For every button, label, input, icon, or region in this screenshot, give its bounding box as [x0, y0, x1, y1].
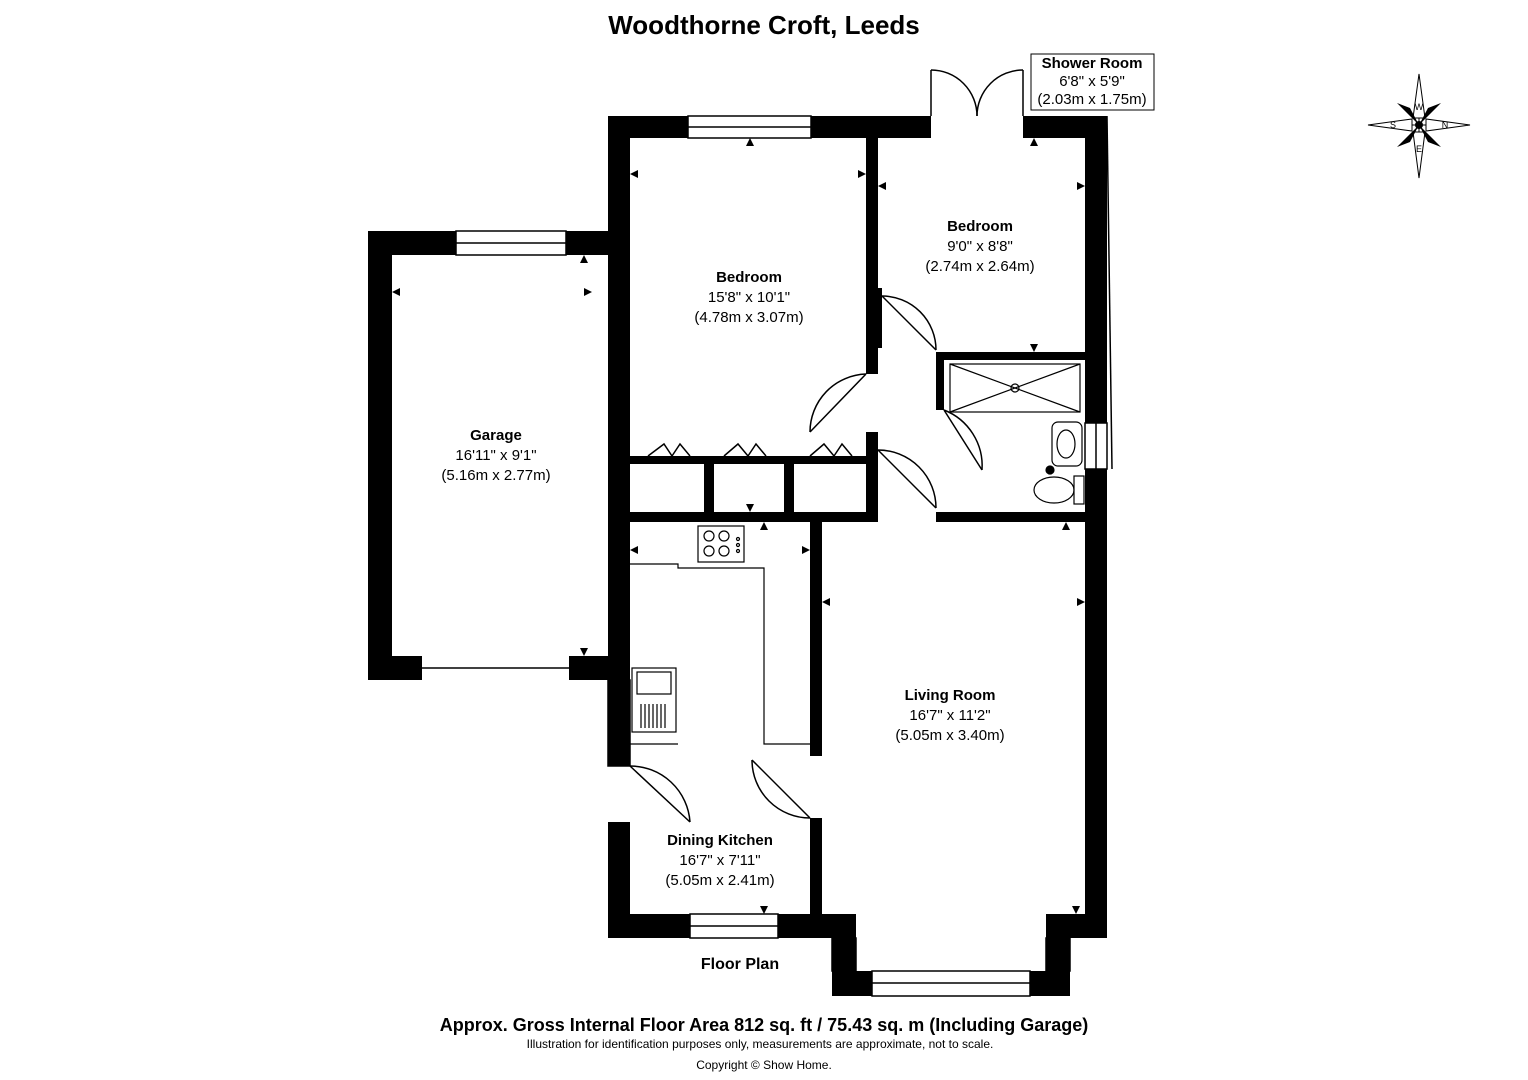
kitchen-living-wall-upper: [810, 518, 822, 756]
fixtures: [630, 363, 1085, 745]
bedroom-partition-vertical: [866, 138, 878, 374]
shower-room-metric: (2.03m x 1.75m): [1037, 91, 1146, 108]
doors: [629, 69, 1024, 823]
kitchen-top-wall: [630, 512, 878, 522]
west-wall-upper: [608, 116, 630, 766]
compass-icon: W N E S: [1367, 73, 1471, 179]
bay-wall-bottom-right: [1030, 971, 1070, 996]
shower-top-wall: [936, 352, 1085, 360]
window-shower-side: [1084, 422, 1108, 470]
compass-letter-s: S: [1390, 120, 1396, 130]
window-garage-top: [455, 230, 567, 256]
windows: [422, 115, 1113, 997]
bedroom-main-imperial: 15'8" x 10'1": [708, 289, 790, 306]
toilet: [1033, 475, 1085, 505]
kitchen-living-wall-lower: [810, 818, 822, 914]
shower-left-wall: [936, 352, 944, 410]
top-wall-left: [608, 116, 688, 138]
kitchen-sink: [631, 667, 677, 733]
disclaimer-text: Illustration for identification purposes…: [527, 1037, 994, 1051]
living-room-metric: (5.05m x 3.40m): [895, 727, 1004, 744]
door-kitchen-external: [629, 765, 691, 823]
bedroom-main-metric: (4.78m x 3.07m): [694, 309, 803, 326]
door-shower: [943, 409, 983, 471]
plan-title: Woodthorne Croft, Leeds: [608, 10, 920, 40]
garage-wall-bottom-left: [368, 656, 422, 680]
bay-wall-bottom-left: [832, 971, 872, 996]
copyright-text: Copyright © Show Home.: [696, 1058, 832, 1072]
compass-letter-w: W: [1415, 102, 1424, 112]
window-bay-left: [831, 937, 857, 972]
hob: [697, 525, 745, 563]
floor-plan-label: Floor Plan: [701, 956, 779, 973]
door-kitchen-living: [751, 759, 811, 819]
living-room-imperial: 16'7" x 11'2": [909, 707, 990, 724]
door-bedroom-second: [881, 295, 937, 351]
wash-basin: [1051, 421, 1083, 467]
east-wall-lower: [1085, 469, 1107, 937]
window-bay-right: [1045, 937, 1071, 972]
dimension-arrows: [392, 138, 1085, 914]
wardrobe-divider-1: [704, 456, 714, 516]
garage-metric: (5.16m x 2.77m): [441, 467, 550, 484]
west-wall-lower: [608, 822, 630, 938]
living-room-name: Living Room: [905, 687, 996, 704]
dining-kitchen-metric: (5.05m x 2.41m): [665, 872, 774, 889]
door-bedroom-main: [809, 373, 867, 433]
kitchen-worktop: [630, 563, 810, 745]
shower-room-label-box: [1030, 53, 1155, 111]
hall-partition-vertical: [866, 432, 878, 522]
wardrobe-partition: [630, 456, 866, 464]
floor-area-summary: Approx. Gross Internal Floor Area 812 sq…: [440, 1015, 1089, 1035]
room-labels: Bedroom 15'8" x 10'1" (4.78m x 3.07m) Be…: [441, 218, 1034, 889]
shower-room-outer-line: [1106, 115, 1113, 470]
window-bedroom-top: [687, 115, 812, 139]
wardrobe-divider-2: [784, 456, 794, 516]
dining-kitchen-imperial: 16'7" x 7'11": [679, 852, 760, 869]
garage-imperial: 16'11" x 9'1": [455, 447, 536, 464]
east-wall-upper: [1085, 116, 1107, 423]
walls: [368, 116, 1107, 996]
bedroom2-door-jamb: [878, 288, 882, 348]
bedroom-second-metric: (2.74m x 2.64m): [925, 258, 1034, 275]
wc-fitting: [1045, 465, 1055, 475]
bedroom-second-imperial: 9'0" x 8'8": [947, 238, 1013, 255]
compass-letter-e: E: [1416, 144, 1422, 154]
dining-kitchen-name: Dining Kitchen: [667, 832, 773, 849]
compass-letter-n: N: [1442, 120, 1449, 130]
window-bay-bottom: [871, 970, 1031, 997]
shower-tray: [949, 363, 1081, 413]
french-doors: [930, 69, 1024, 117]
top-wall-middle: [811, 116, 931, 138]
window-kitchen-bottom: [689, 913, 779, 939]
door-hall-living: [877, 449, 937, 509]
wardrobe-doors: [647, 442, 853, 457]
bottom-wall-left: [608, 914, 690, 938]
shower-room-name: Shower Room: [1042, 55, 1143, 72]
garage-name: Garage: [470, 427, 522, 444]
window-kitchen-side: [607, 679, 631, 767]
garage-wall-left: [368, 231, 392, 680]
shower-bottom-wall: [936, 512, 1085, 522]
shower-room-imperial: 6'8" x 5'9": [1059, 73, 1125, 90]
bedroom-main-name: Bedroom: [716, 269, 782, 286]
bedroom-second-name: Bedroom: [947, 218, 1013, 235]
